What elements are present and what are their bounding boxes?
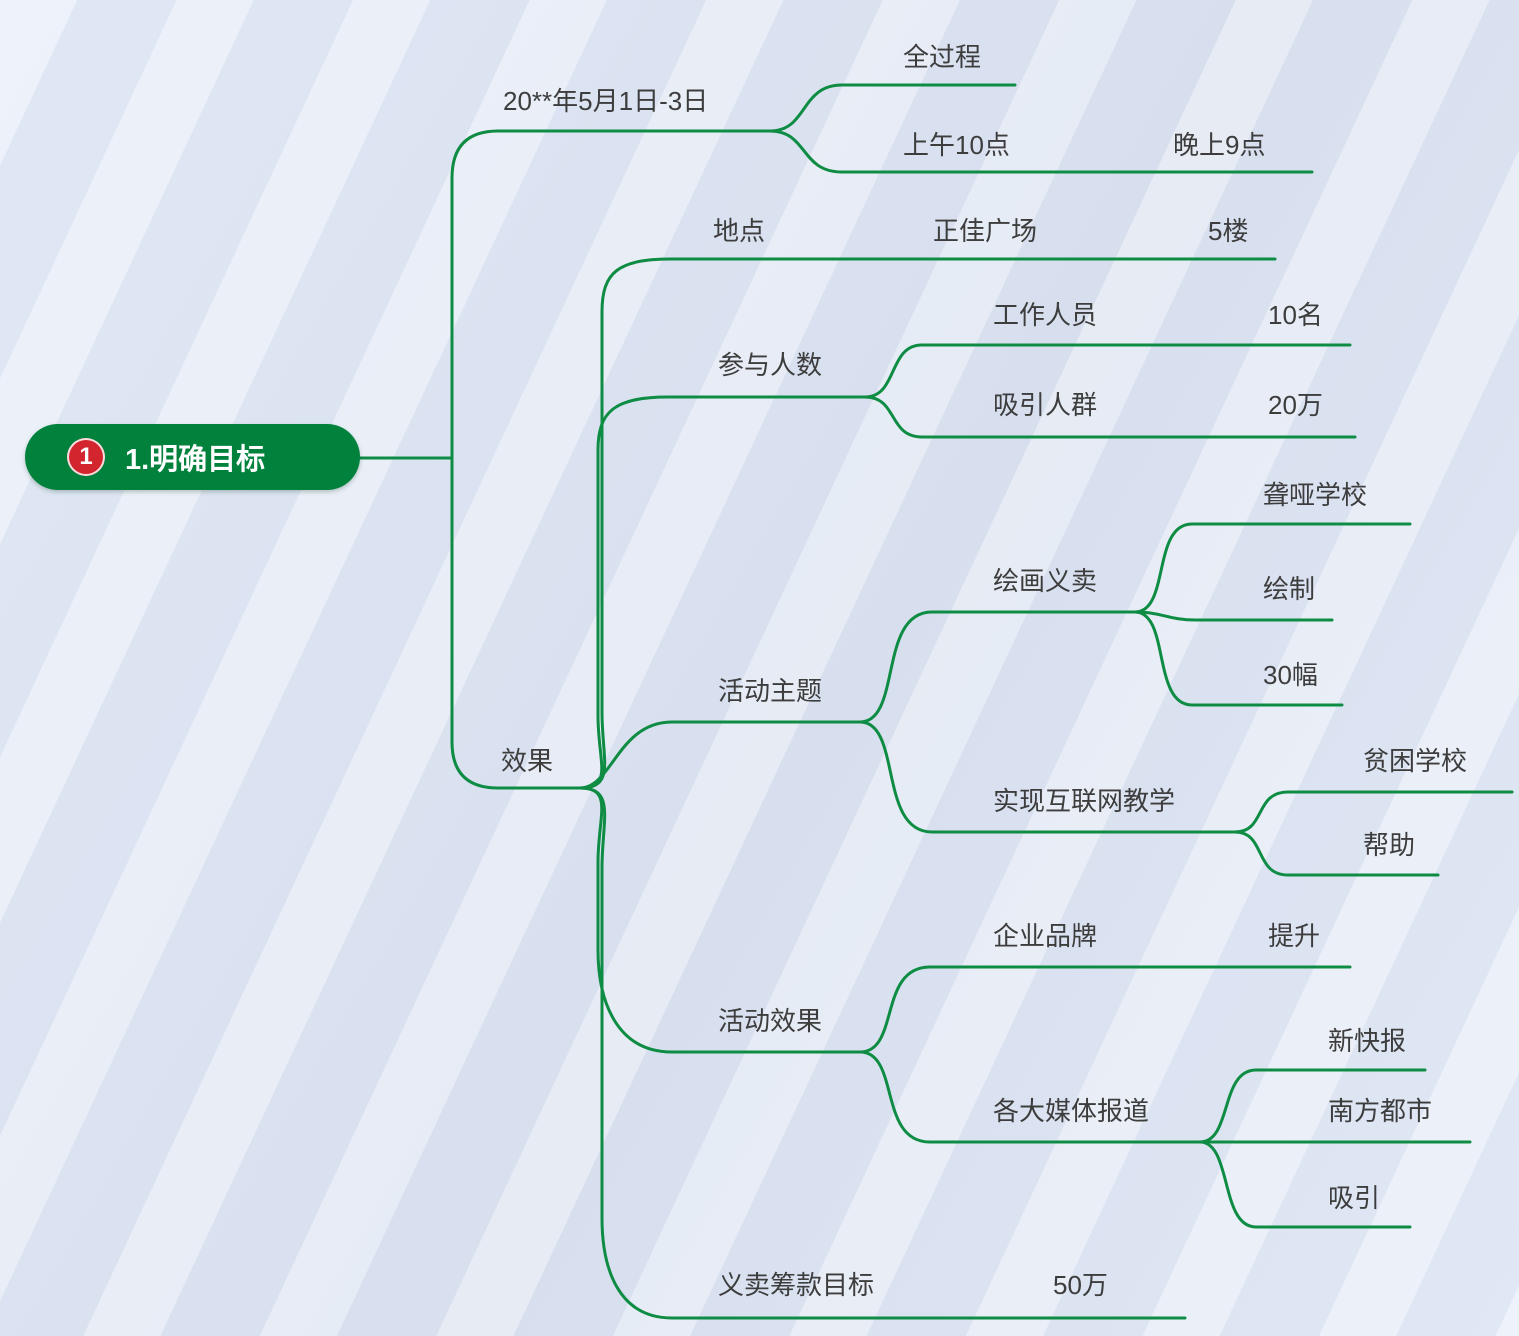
topic-deaf-school[interactable]: 聋哑学校: [1263, 480, 1368, 510]
branch-line: [1233, 830, 1440, 877]
topic-end-time[interactable]: 晚上9点: [1173, 130, 1266, 160]
branch-line: [863, 395, 1357, 439]
branch-line: [578, 257, 1277, 790]
branch-line: [858, 965, 1352, 1054]
branch-line: [863, 343, 1352, 399]
topic-audience-count[interactable]: 20万: [1268, 390, 1323, 420]
topic-draw[interactable]: 绘制: [1263, 574, 1316, 604]
branch-line: [1198, 1068, 1427, 1144]
root-number-badge: 1: [67, 438, 105, 476]
topic-activity-effect[interactable]: 活动效果: [718, 1006, 823, 1036]
topic-internet-teaching[interactable]: 实现互联网教学: [993, 786, 1176, 816]
branch-line: [768, 129, 1314, 174]
topic-brand-lift[interactable]: 提升: [1268, 921, 1321, 951]
branch-line: [450, 129, 772, 460]
branch-line: [578, 720, 862, 790]
topic-brand[interactable]: 企业品牌: [993, 921, 1098, 951]
branch-line: [768, 83, 1017, 133]
branch-line: [858, 610, 1137, 724]
branch-line: [1233, 790, 1514, 834]
branch-line: [1133, 610, 1344, 707]
topic-effect[interactable]: 效果: [501, 746, 554, 776]
topic-help[interactable]: 帮助: [1363, 830, 1416, 860]
topic-poor-school[interactable]: 贫困学校: [1363, 746, 1468, 776]
branch-line: [1133, 522, 1412, 614]
branch-line: [1133, 610, 1334, 622]
topic-draw-amount[interactable]: 30幅: [1263, 660, 1318, 690]
topic-floor[interactable]: 5楼: [1208, 216, 1249, 246]
branch-line: [450, 456, 582, 790]
topic-location[interactable]: 地点: [713, 216, 766, 246]
topic-date[interactable]: 20**年5月1日-3日: [503, 86, 709, 116]
topic-media-attract[interactable]: 吸引: [1328, 1183, 1381, 1213]
topic-staff[interactable]: 工作人员: [993, 300, 1098, 330]
topic-mall[interactable]: 正佳广场: [933, 216, 1038, 246]
branch-line: [578, 786, 1187, 1320]
topic-whole-process[interactable]: 全过程: [903, 42, 982, 72]
branch-line: [858, 720, 1237, 834]
root-topic-label: 1.明确目标: [125, 444, 266, 476]
branch-line: [1198, 1140, 1412, 1229]
topic-fund-goal[interactable]: 义卖筹款目标: [718, 1270, 875, 1300]
branch-line: [858, 1050, 1202, 1144]
topic-fund-goal-amount[interactable]: 50万: [1053, 1270, 1108, 1300]
topic-start-time[interactable]: 上午10点: [903, 130, 1010, 160]
topic-media-xinkuaibao[interactable]: 新快报: [1328, 1026, 1407, 1056]
topic-charity-sale[interactable]: 绘画义卖: [993, 566, 1098, 596]
branch-line: [578, 395, 867, 790]
topic-media-nanfang[interactable]: 南方都市: [1328, 1096, 1433, 1126]
topic-media[interactable]: 各大媒体报道: [993, 1096, 1150, 1126]
topic-staff-count[interactable]: 10名: [1268, 300, 1323, 330]
topic-theme[interactable]: 活动主题: [718, 676, 823, 706]
topic-audience[interactable]: 吸引人群: [993, 390, 1098, 420]
topic-participants[interactable]: 参与人数: [718, 350, 823, 380]
root-topic[interactable]: 1 1.明确目标: [25, 424, 360, 490]
